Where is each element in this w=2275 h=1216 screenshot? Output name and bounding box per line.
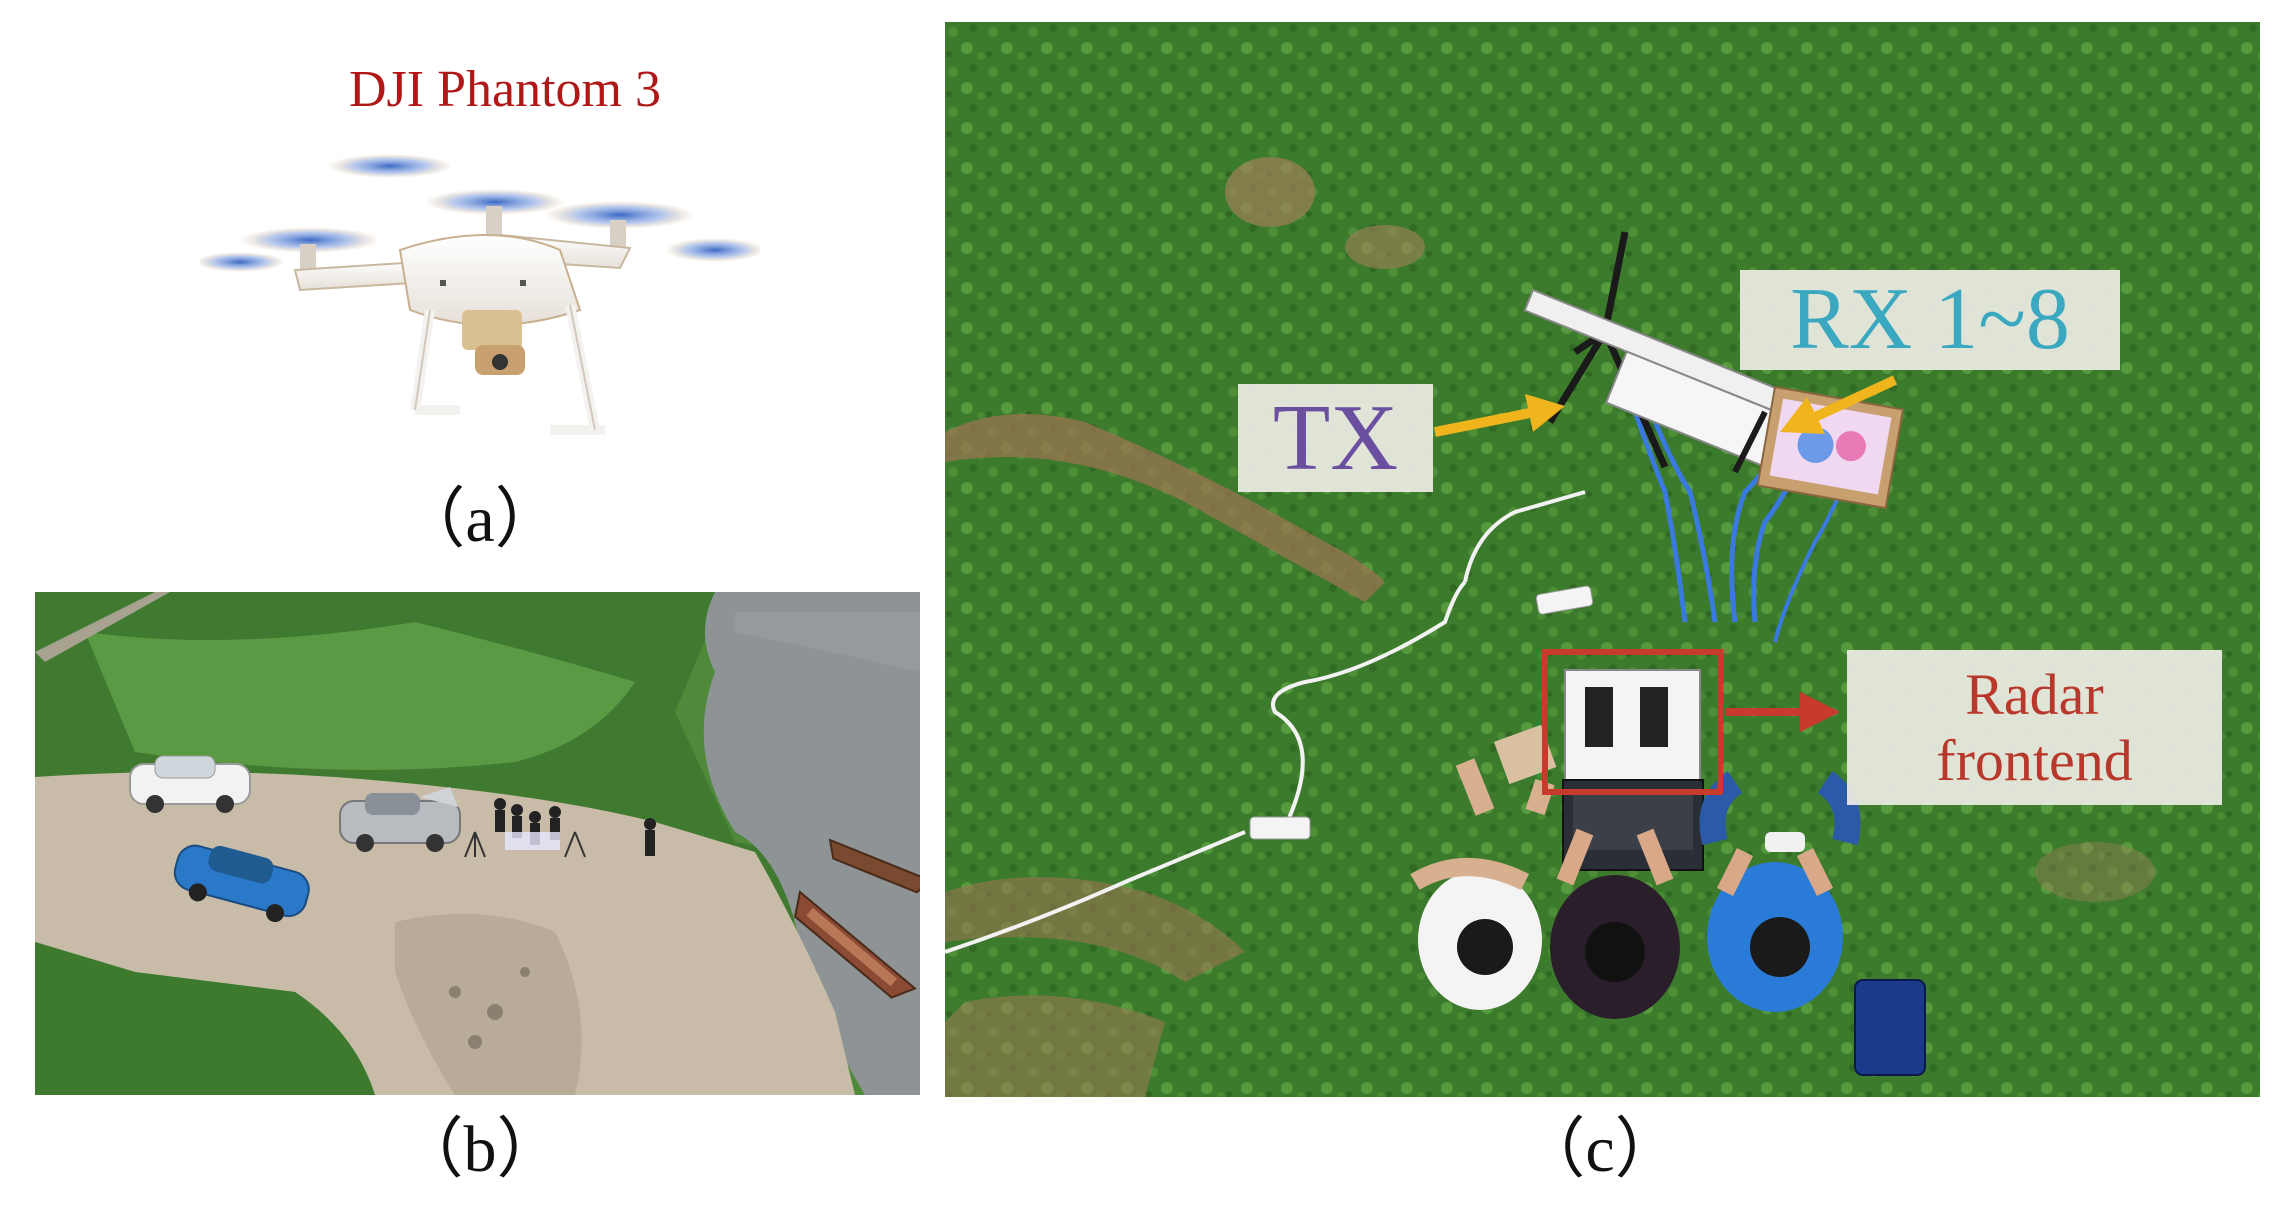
rx-label: RX 1~8 xyxy=(1740,270,2120,370)
radar-label-line1: Radar xyxy=(1965,661,2104,727)
aerial-radar-photo: TX RX 1~8 Radar frontend xyxy=(945,22,2260,1097)
caption-b: （b） xyxy=(397,1113,563,1186)
tx-label: TX xyxy=(1238,384,1433,492)
tx-label-text: TX xyxy=(1272,386,1399,490)
drone-illustration xyxy=(200,154,760,435)
tx-arrow xyxy=(1434,394,1565,437)
radar-frontend-label: Radar frontend xyxy=(1847,650,2222,805)
riverbank-photo xyxy=(35,592,920,1095)
caption-c: （c） xyxy=(1519,1113,1681,1186)
drone-photo xyxy=(200,140,760,450)
caption-a: （a） xyxy=(399,483,561,556)
aerial-scene xyxy=(945,22,2260,1097)
rx-arrow xyxy=(1780,375,1898,434)
radar-label-line2: frontend xyxy=(1936,727,2133,793)
riverbank-scene xyxy=(35,592,920,1095)
rx-label-text: RX 1~8 xyxy=(1790,271,2070,368)
radar-arrow xyxy=(1725,692,1840,732)
drone-title: DJI Phantom 3 xyxy=(349,61,661,118)
